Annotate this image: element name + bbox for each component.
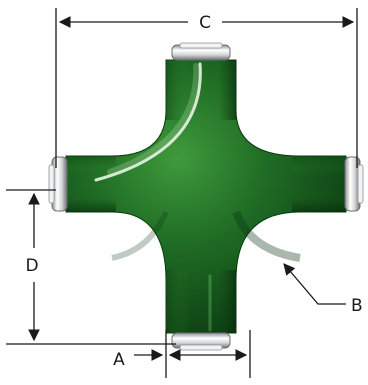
dimension-a	[134, 330, 251, 378]
end-cap-bottom	[171, 332, 231, 351]
cross-fitting-body	[65, 59, 347, 334]
label-a: A	[113, 350, 125, 370]
dimension-c	[55, 8, 358, 168]
leader-b	[283, 263, 346, 305]
dimension-d	[6, 189, 176, 345]
end-cap-left	[48, 156, 68, 212]
gloss-highlight	[94, 62, 212, 332]
label-d: D	[25, 256, 38, 276]
end-cap-top	[171, 42, 231, 61]
label-c: C	[199, 13, 211, 33]
label-b: B	[351, 296, 363, 316]
end-cap-right	[344, 156, 364, 212]
